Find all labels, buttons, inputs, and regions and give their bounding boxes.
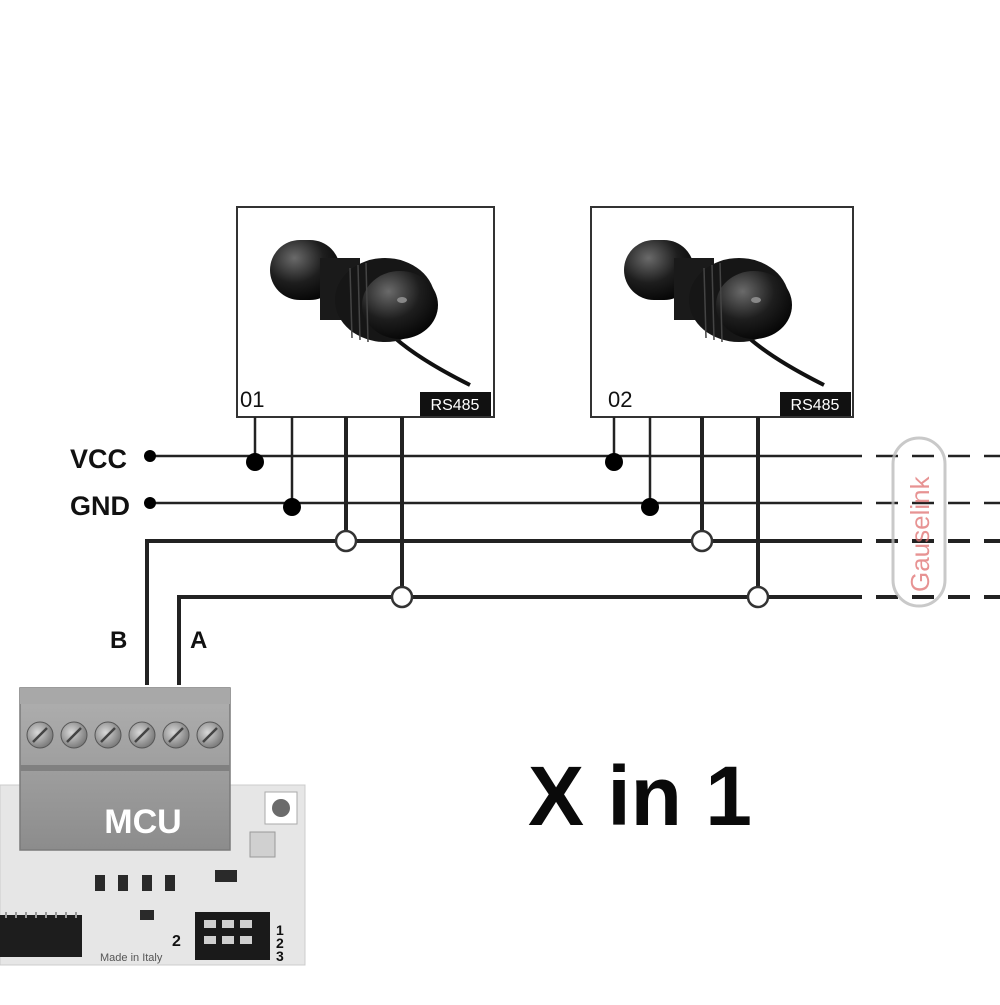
screw-terminals [26,721,224,749]
watermark: Gauselink [891,436,947,608]
a-label: A [190,627,207,654]
a-junction [746,585,770,609]
gnd-junction [641,498,659,516]
sensor-module-01: 01 RS485 [236,206,495,609]
sensor-number: 01 [240,387,264,412]
mcu-board: 1 2 3 2 Made in Italy MCU [0,687,306,966]
rs485-badge-bg [780,392,851,416]
gnd-label: GND [70,491,130,521]
a-line [177,595,840,685]
ultrasonic-sensor-icon [270,240,471,387]
pcb-pin-3: 3 [276,948,284,964]
b-junction [334,529,358,553]
ultrasonic-sensor-icon [624,240,825,387]
a-junction [390,585,414,609]
pcb-pin-1: 1 [276,922,284,938]
b-label: B [110,627,127,654]
headline: X in 1 [528,749,752,843]
gnd-junction [283,498,301,516]
vcc-terminal-dot [144,450,156,462]
sensor-module-02: 02 RS485 [590,206,854,609]
made-in-label: Made in Italy [100,952,163,964]
rs485-badge: RS485 [431,397,480,414]
b-line [145,539,840,685]
vcc-label: VCC [70,444,127,474]
mcu-label: MCU [104,803,181,841]
pcb-pin-2: 2 [276,935,284,951]
pcb-pin-left: 2 [172,933,181,950]
bus-lines [145,454,1000,685]
watermark-text: Gauselink [905,475,935,592]
sensor-number: 02 [608,387,632,412]
ic-chip [0,915,82,957]
gnd-terminal-dot [144,497,156,509]
rs485-badge: RS485 [791,397,840,414]
b-junction [690,529,714,553]
vcc-junction [605,453,623,471]
rs485-badge-bg [420,392,491,416]
vcc-junction [246,453,264,471]
